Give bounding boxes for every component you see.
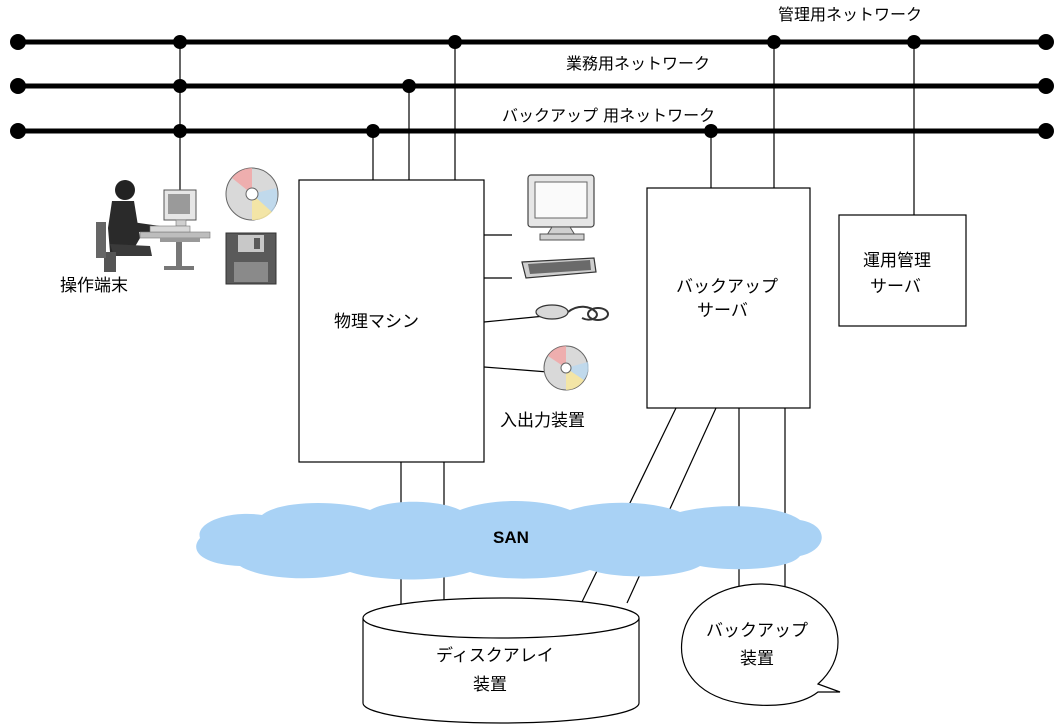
- ops-mgmt-server-label-line1: 運用管理: [863, 251, 931, 271]
- disk-array-icon: [362, 597, 640, 724]
- backup-server-label-line2: サーバ: [697, 301, 748, 321]
- disk-array-label-line1: ディスクアレイ: [436, 645, 554, 666]
- backup-network-label: バックアップ 用ネットワーク: [502, 106, 715, 125]
- io-cd-disc-icon: [543, 345, 589, 391]
- bus-end-dot: [1038, 78, 1054, 94]
- backup-server-box: [646, 187, 811, 409]
- mouse-icon: [535, 304, 609, 321]
- backup-server-label-line1: バックアップ: [676, 277, 778, 297]
- backup-device-label-line2: 装置: [740, 649, 774, 669]
- ops-mgmt-server-box: [838, 214, 967, 327]
- physical-machine-label: 物理マシン: [334, 312, 419, 332]
- operation-terminal-label: 操作端末: [60, 276, 128, 296]
- bus-end-dot: [10, 34, 26, 50]
- management-network-label: 管理用ネットワーク: [778, 5, 922, 24]
- cd-disc-icon: [225, 167, 279, 221]
- bus-end-dot: [1038, 123, 1054, 139]
- keyboard-icon: [521, 257, 597, 279]
- bus-endpoints: [10, 34, 1054, 139]
- monitor-icon: [527, 174, 595, 241]
- business-network-label: 業務用ネットワーク: [566, 54, 710, 73]
- bus-end-dot: [10, 78, 26, 94]
- backup-device-label-line1: バックアップ: [706, 621, 808, 641]
- bus-end-dot: [10, 123, 26, 139]
- backup-device-shape: [680, 583, 841, 706]
- operator-terminal-icon: [96, 180, 211, 272]
- san-cloud: [196, 501, 822, 580]
- network-buses: [18, 39, 1046, 134]
- bus-end-dot: [1038, 34, 1054, 50]
- junction-dots: [173, 35, 921, 138]
- physical-machine-box: [298, 179, 485, 463]
- san-label: SAN: [493, 528, 529, 547]
- io-device-label: 入出力装置: [500, 411, 585, 431]
- floppy-disk-icon: [225, 232, 277, 285]
- disk-array-label-line2: 装置: [473, 675, 507, 695]
- ops-mgmt-server-label-line2: サーバ: [870, 277, 921, 297]
